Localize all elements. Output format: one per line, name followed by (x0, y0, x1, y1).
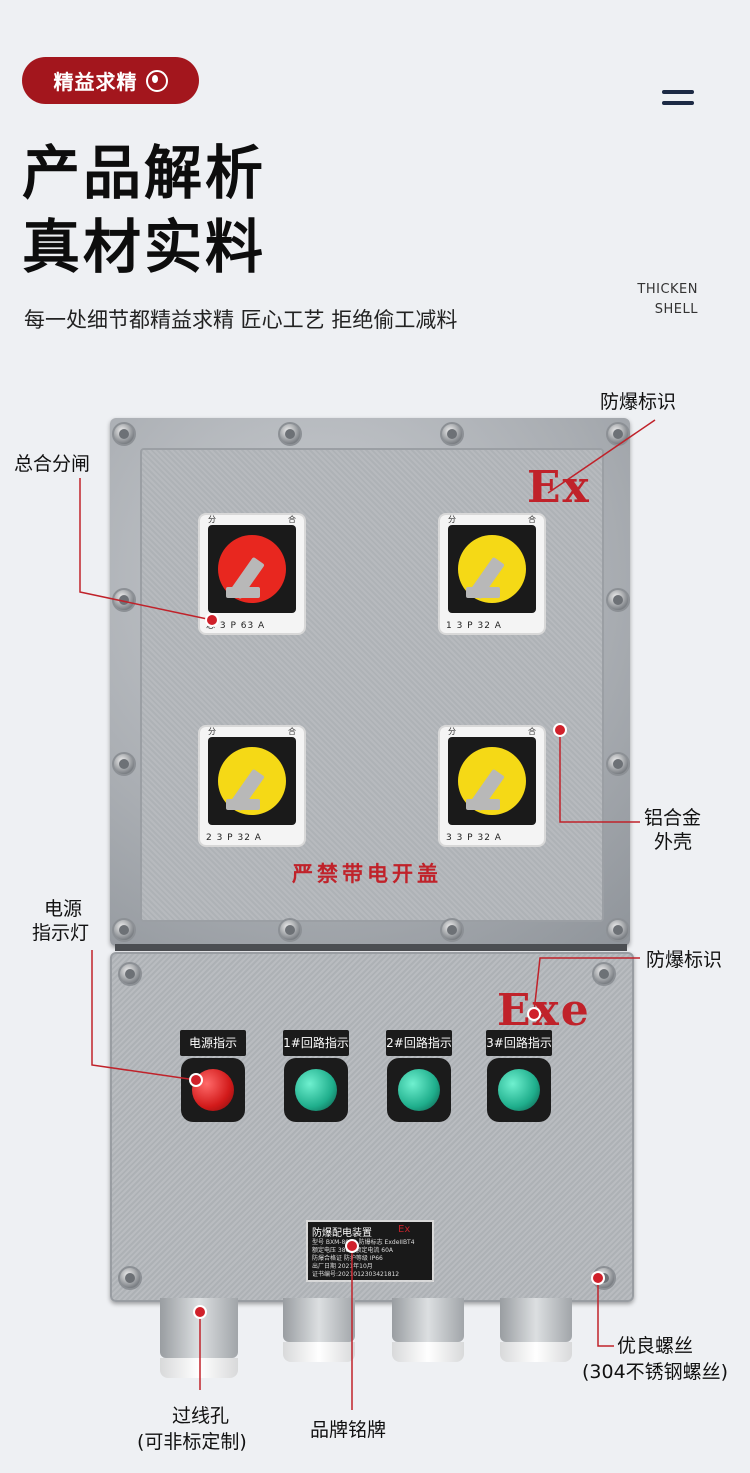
screw-icon (440, 422, 464, 446)
screw-icon (112, 422, 136, 446)
switch-rating: 3 3 P 32 A (446, 833, 502, 843)
screw-icon (112, 752, 136, 776)
callout-power-light-2: 指示灯 (32, 922, 90, 944)
brand-badge: 精益求精 (22, 57, 199, 104)
thicken-line1: THICKEN (637, 282, 698, 297)
callout-brand-plate: 品牌铭牌 (310, 1419, 387, 1441)
callout-screw-1: 优良螺丝 (617, 1335, 694, 1357)
switch-rating: 1 3 P 32 A (446, 621, 502, 631)
circuit-1-indicator-light (284, 1058, 348, 1122)
enclosure-seam (115, 944, 627, 951)
screw-icon (278, 918, 302, 942)
callout-explosion-mark-bottom: 防爆标识 (646, 949, 723, 971)
switch-rating: 总 3 P 63 A (206, 621, 266, 631)
circuit-switch-2[interactable]: 分 合 2 3 P 32 A (198, 725, 306, 847)
page-subtitle: 每一处细节都精益求精 匠心工艺 拒绝偷工减料 (24, 308, 458, 332)
nameplate-row: 证书编号:2021012303421812 (312, 1271, 400, 1278)
warning-text: 严禁带电开盖 (292, 862, 442, 886)
marker-dot (195, 1307, 205, 1317)
nameplate-title: 防爆配电装置 (312, 1228, 372, 1239)
screw-icon (606, 588, 630, 612)
callout-screw-2: (304不锈钢螺丝) (582, 1361, 729, 1383)
screw-icon (118, 1266, 142, 1290)
nameplate-row: 型号 BXM-8050 防爆标志 ExdeIIBT4 (312, 1239, 415, 1246)
main-rotary-switch[interactable]: 分 合 总 3 P 63 A (198, 513, 306, 635)
ex-mark-upper: Ex (527, 462, 591, 513)
callout-main-switch: 总合分闸 (14, 453, 91, 475)
screw-icon (118, 962, 142, 986)
marker-dot (593, 1273, 603, 1283)
page-title-line2: 真材实料 (22, 213, 267, 281)
marker-dot (347, 1241, 357, 1251)
callout-aluminum-shell-1: 铝合金 (644, 807, 702, 829)
callout-cable-hole-2: (可非标定制) (137, 1431, 247, 1453)
nameplate-row: 防爆合格证 防护等级 IP66 (312, 1255, 383, 1262)
callout-cable-hole-1: 过线孔 (172, 1405, 230, 1427)
circuit-switch-3[interactable]: 分 合 3 3 P 32 A (438, 725, 546, 847)
screw-icon (112, 918, 136, 942)
callout-power-light-1: 电源 (44, 898, 83, 920)
marker-dot (555, 725, 565, 735)
marker-dot (207, 615, 217, 625)
cable-gland (392, 1298, 464, 1362)
page-title-line1: 产品解析 (22, 139, 267, 207)
indicator-label: 电源指示 (180, 1030, 246, 1056)
marker-dot (191, 1075, 201, 1085)
circuit-2-indicator-light (387, 1058, 451, 1122)
circuit-switch-1[interactable]: 分 合 1 3 P 32 A (438, 513, 546, 635)
screw-icon (440, 918, 464, 942)
cable-gland (283, 1298, 355, 1362)
indicator-label: 1#回路指示 (283, 1030, 349, 1056)
screw-icon (606, 752, 630, 776)
screw-icon (606, 918, 630, 942)
switch-rating: 2 3 P 32 A (206, 833, 262, 843)
screw-icon (278, 422, 302, 446)
callout-aluminum-shell-2: 外壳 (654, 831, 693, 853)
cable-gland (500, 1298, 572, 1362)
circuit-3-indicator-light (487, 1058, 551, 1122)
thicken-line2: SHELL (654, 302, 698, 317)
indicator-label: 2#回路指示 (386, 1030, 452, 1056)
callout-explosion-mark-top: 防爆标识 (600, 391, 677, 413)
nameplate-row: 出厂日期 2021年10月 (312, 1263, 373, 1270)
hamburger-menu-icon[interactable] (662, 90, 694, 112)
badge-label: 精益求精 (53, 70, 138, 94)
droplet-icon (145, 69, 168, 92)
marker-dot (529, 1009, 539, 1019)
indicator-label: 3#回路指示 (486, 1030, 552, 1056)
screw-icon (592, 962, 616, 986)
ex-mark-lower: Exe (497, 985, 591, 1036)
thicken-shell-label: THICKEN SHELL (637, 280, 698, 320)
nameplate-ex: Ex (398, 1224, 411, 1235)
